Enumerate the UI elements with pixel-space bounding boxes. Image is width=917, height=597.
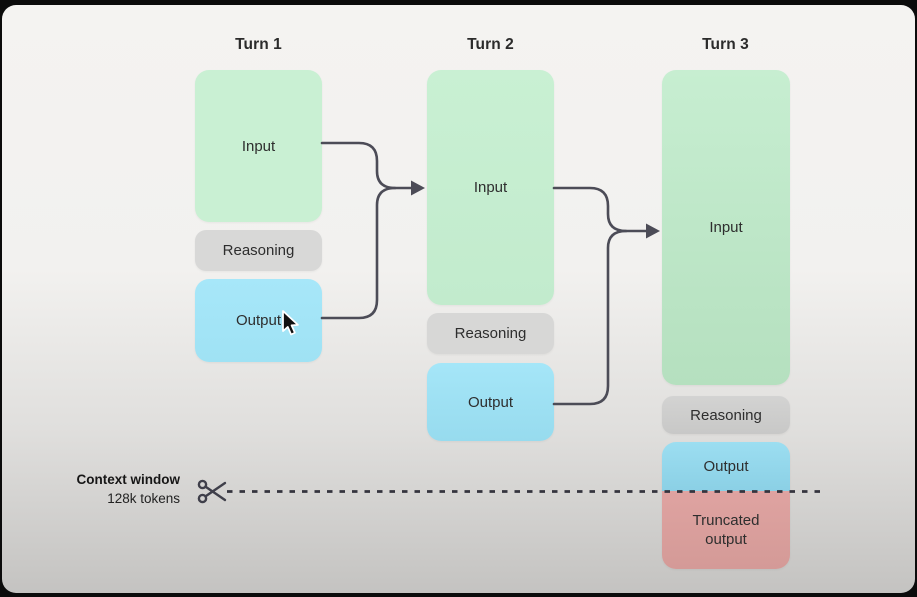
turn-3-output-block: Output <box>662 442 790 491</box>
context-window-title: Context window <box>76 472 181 487</box>
turn-3-label: Turn 3 <box>702 36 749 53</box>
turn-1-reasoning-block: Reasoning <box>195 230 322 271</box>
turn-1-output-block: Output <box>195 279 322 362</box>
turn-2-output-block: Output <box>427 363 554 441</box>
turn-3-input-block: Input <box>662 70 790 385</box>
turn-1-label: Turn 1 <box>235 36 282 53</box>
turn-2-label: Turn 2 <box>467 36 514 53</box>
turn-2-input-block: Input <box>427 70 554 305</box>
turn-3-truncated-output-block: Truncated output <box>662 491 790 569</box>
turn-2-reasoning-block: Reasoning <box>427 313 554 354</box>
context-window-tokens: 128k tokens <box>107 491 180 506</box>
context-window-annotation: Context window 128k tokens <box>40 472 181 506</box>
turn-3-reasoning-block: Reasoning <box>662 396 790 434</box>
truncated-output-label: Truncated output <box>692 512 760 548</box>
turn-1-input-block: Input <box>195 70 322 222</box>
